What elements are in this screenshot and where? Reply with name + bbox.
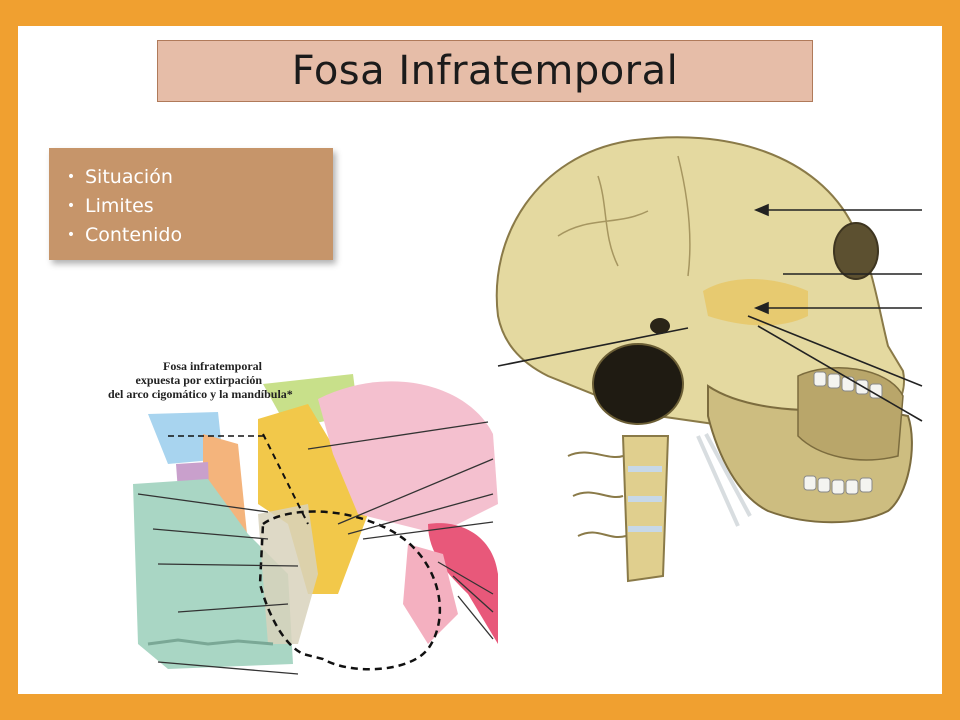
skull-drawing: [495, 136, 913, 583]
caption-line: expuesta por extirpación: [135, 373, 262, 387]
skull-illustration: [495, 136, 923, 583]
slide-canvas: Fosa Infratemporal • Situación • Limites •…: [18, 26, 942, 694]
caption-line: Fosa infratemporal: [163, 359, 262, 373]
topics-list: • Situación • Limites • Contenido: [57, 162, 333, 249]
figure-caption: Fosa infratemporal expuesta por extirpac…: [108, 359, 293, 401]
topic-item: • Limites: [57, 191, 333, 220]
topic-label: Situación: [85, 165, 173, 188]
section-leader-lines: [137, 421, 494, 675]
title-box: Fosa Infratemporal: [157, 40, 813, 102]
bullet-icon: •: [66, 197, 76, 214]
caption-line: del arco cigomático y la mandíbula*: [108, 387, 293, 401]
topic-item: • Situación: [57, 162, 333, 191]
topic-label: Contenido: [85, 223, 183, 246]
infratemporal-section-illustration: [133, 374, 498, 675]
section-drawing: [133, 374, 498, 671]
topic-item: • Contenido: [57, 220, 333, 249]
slide-title: Fosa Infratemporal: [291, 48, 679, 94]
topic-label: Limites: [85, 194, 154, 217]
bullet-icon: •: [66, 226, 76, 243]
bullet-icon: •: [66, 168, 76, 185]
topics-box: • Situación • Limites • Contenido: [49, 148, 333, 260]
skull-leader-lines: [497, 203, 923, 422]
